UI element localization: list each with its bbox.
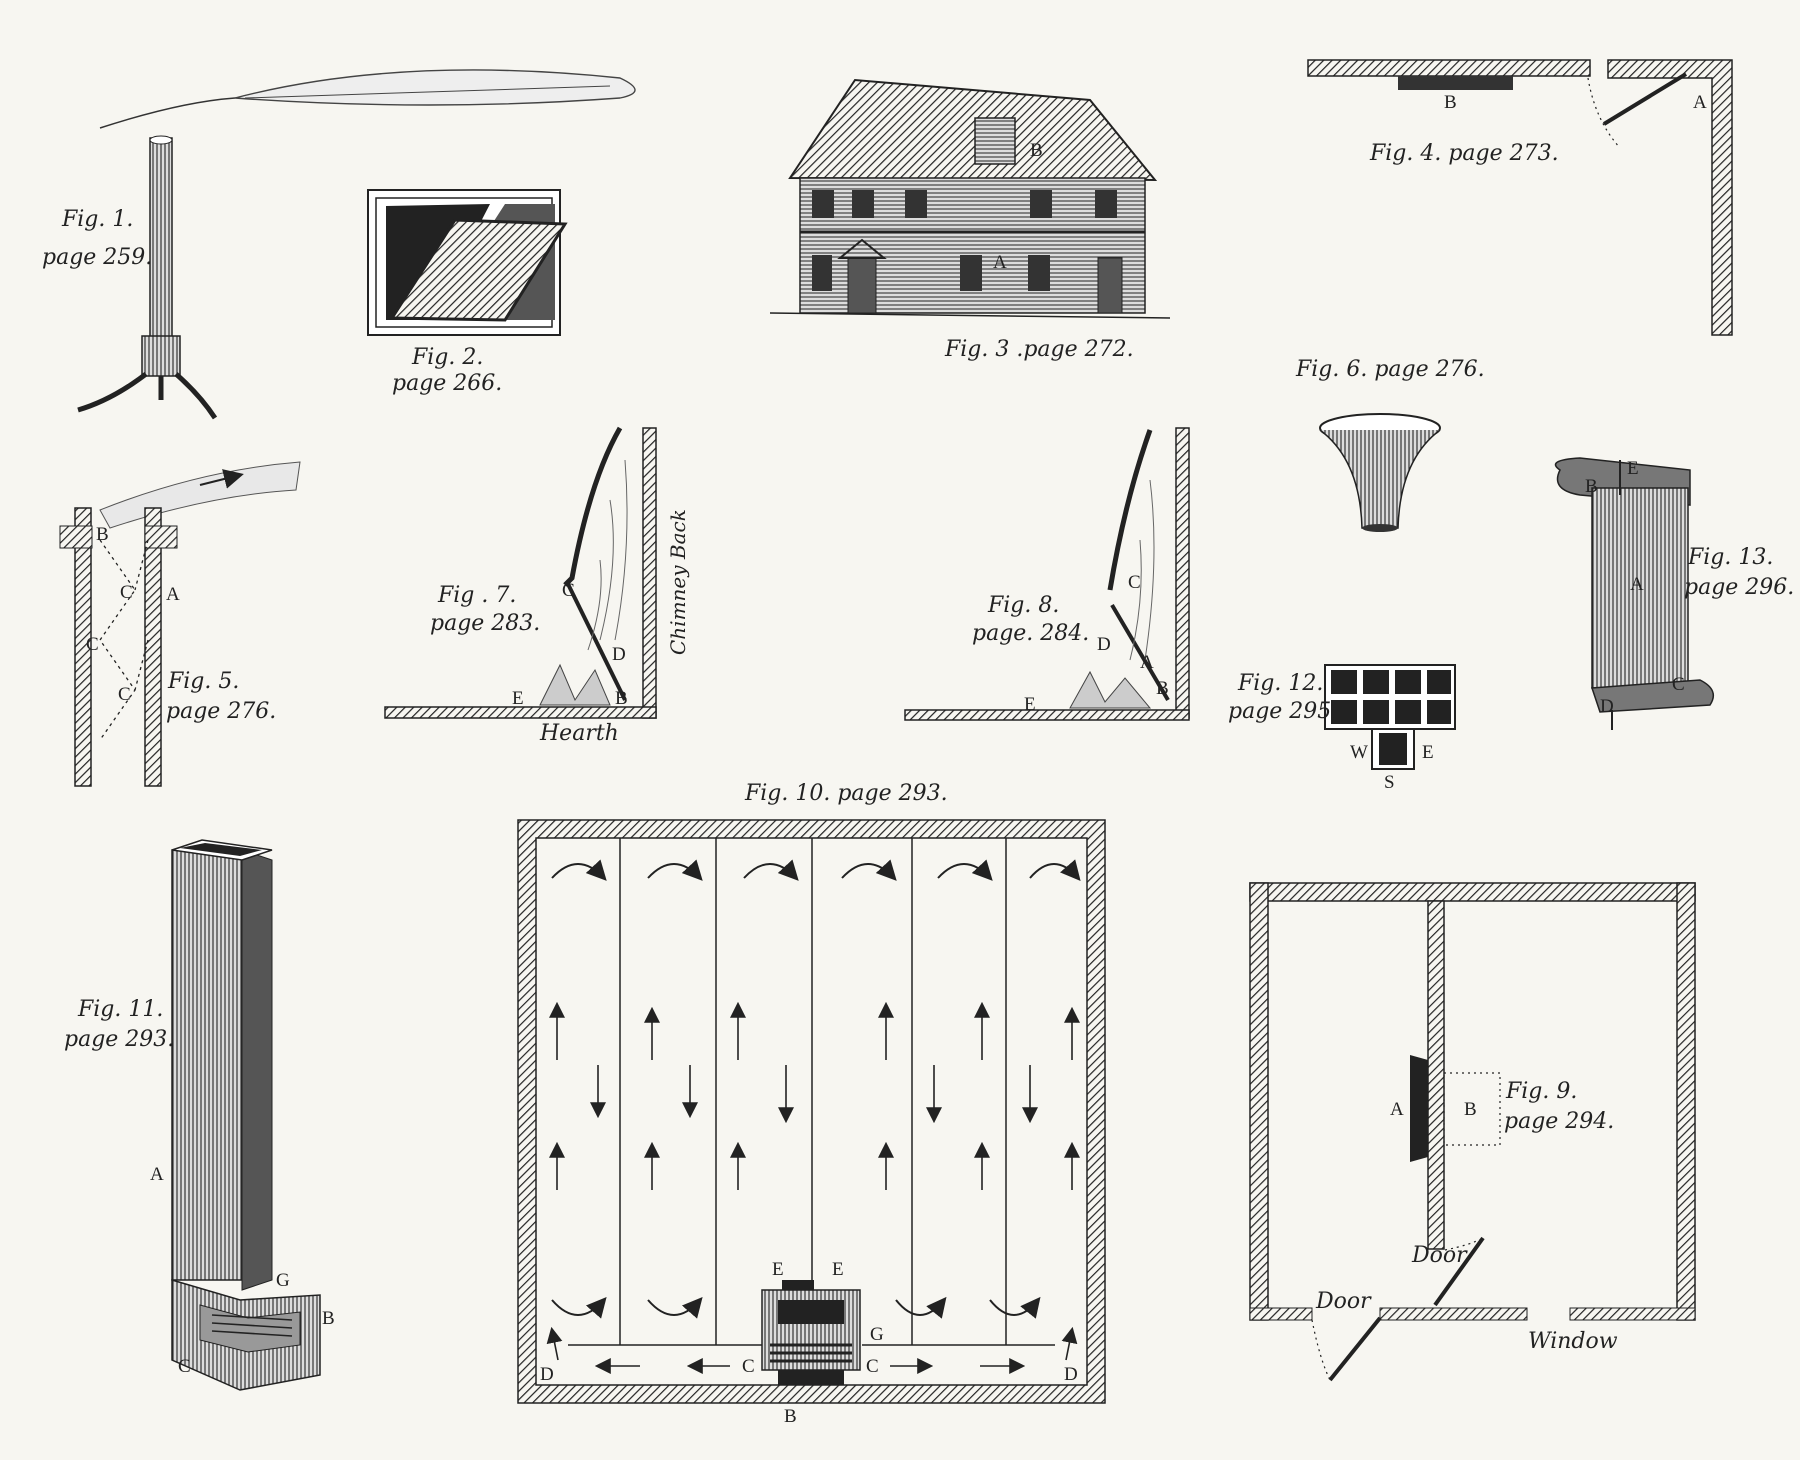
fig9-label-b: B bbox=[1464, 1099, 1477, 1120]
fig13-label-c: C bbox=[1672, 674, 1685, 695]
fig5-label-b: B bbox=[96, 524, 109, 545]
fig10-label-e2: E bbox=[832, 1259, 844, 1280]
fig5-page: page 276. bbox=[166, 699, 276, 724]
fig8-label-a: A bbox=[1140, 652, 1154, 673]
fig8-label-c: C bbox=[1128, 572, 1141, 593]
fig10-label-g: G bbox=[870, 1324, 884, 1345]
fig10-stove-icon bbox=[761, 1280, 861, 1385]
fig11-caption: Fig. 11. bbox=[77, 997, 163, 1022]
fig13-page: page 296. bbox=[1684, 575, 1794, 600]
fig5-caption: Fig. 5. bbox=[167, 669, 239, 694]
fig6-caption: Fig. 6. page 276. bbox=[1295, 357, 1485, 382]
fig13-label-a: A bbox=[1630, 574, 1644, 595]
fig8-label-e: E bbox=[1024, 694, 1036, 715]
fig11-label-a: A bbox=[150, 1164, 164, 1185]
fig8-label-b: B bbox=[1156, 678, 1169, 699]
fig5-flue-section: B A C C C Fig. 5. page 276. bbox=[59, 461, 301, 787]
fig9-label-a: A bbox=[1390, 1099, 1404, 1120]
fig10-label-d2: D bbox=[1064, 1364, 1078, 1385]
fig13-label-e: E bbox=[1627, 458, 1639, 479]
fig12-caption: Fig. 12. bbox=[1237, 671, 1323, 696]
fig11-label-b: B bbox=[322, 1308, 335, 1329]
fig7-hearth-label: Hearth bbox=[539, 721, 619, 746]
fig10-label-d1: D bbox=[540, 1364, 554, 1385]
fig11-label-g: G bbox=[276, 1270, 290, 1291]
fig9-caption: Fig. 9. bbox=[1505, 1079, 1577, 1104]
fig2-register-panel: Fig. 2. page 266. bbox=[367, 189, 568, 396]
fig7-page: page 283. bbox=[430, 611, 540, 636]
fig12-page: page 295. bbox=[1228, 699, 1338, 724]
fig9-door-label-1: Door bbox=[1411, 1243, 1468, 1268]
fig7-label-d: D bbox=[612, 644, 626, 665]
fig3-caption: Fig. 3 .page 272. bbox=[944, 337, 1134, 362]
fig7-label-b: B bbox=[615, 688, 628, 709]
fig13-label-b: B bbox=[1585, 476, 1598, 497]
fig4-label-b: B bbox=[1444, 92, 1457, 113]
fig1-caption: Fig. 1. bbox=[61, 207, 133, 232]
fig13-label-d: D bbox=[1600, 696, 1614, 717]
fig12-label-w: W bbox=[1350, 742, 1368, 763]
fig12-grid-plan: W E S Fig. 12. page 295. bbox=[1228, 664, 1456, 793]
fig10-caption: Fig. 10. page 293. bbox=[744, 781, 948, 806]
candlestick-icon bbox=[77, 135, 218, 420]
fig12-label-e: E bbox=[1422, 742, 1434, 763]
fig10-heating-plan: E E G C C D D B Fig. 10. page 293. bbox=[517, 781, 1106, 1427]
fig10-label-c1: C bbox=[742, 1356, 755, 1377]
fig9-page: page 294. bbox=[1504, 1109, 1614, 1134]
fig5-label-c1: C bbox=[120, 582, 133, 603]
fig4-corner-plan: B A Fig. 4. page 273. bbox=[1307, 59, 1733, 336]
fig8-label-d: D bbox=[1097, 634, 1111, 655]
fig13-caption: Fig. 13. bbox=[1687, 545, 1773, 570]
fig9-window-label: Window bbox=[1528, 1329, 1618, 1354]
fig11-label-c: C bbox=[178, 1356, 191, 1377]
fig13-shelf-piece: B E A C D Fig. 13. page 296. bbox=[1554, 457, 1794, 730]
fig2-page: page 266. bbox=[392, 371, 502, 396]
fig1-page: page 259. bbox=[42, 245, 152, 270]
fig11-flue-stove: A G B C Fig. 11. page 293. bbox=[64, 839, 335, 1391]
fig7-fireplace-section: C D E B Chimney Back Hearth Fig . 7. pag… bbox=[384, 426, 690, 746]
fig3-house: B A Fig. 3 .page 272. bbox=[769, 78, 1171, 362]
fig4-caption: Fig. 4. page 273. bbox=[1369, 141, 1559, 166]
fig8-caption: Fig. 8. bbox=[987, 593, 1059, 618]
fig5-label-a: A bbox=[166, 584, 180, 605]
fig7-label-e: E bbox=[512, 688, 524, 709]
fig9-room-plan: A B Fig. 9. page 294. Door Door Window bbox=[1249, 882, 1696, 1382]
fig4-label-a: A bbox=[1693, 92, 1707, 113]
fig8-fireplace-section: C D A B E Fig. 8. page. 284. bbox=[904, 427, 1190, 721]
fig3-label-b: B bbox=[1030, 140, 1043, 161]
fig9-door-label-2: Door bbox=[1315, 1289, 1372, 1314]
fig7-caption: Fig . 7. bbox=[437, 583, 516, 608]
fig11-page: page 293. bbox=[64, 1027, 174, 1052]
fig5-label-c3: C bbox=[118, 684, 131, 705]
fig3-label-a: A bbox=[993, 252, 1007, 273]
fig8-page: page. 284. bbox=[972, 621, 1089, 646]
fig6-funnel: Fig. 6. page 276. bbox=[1295, 357, 1485, 532]
fig10-label-b: B bbox=[784, 1406, 797, 1427]
fig7-label-c: C bbox=[562, 580, 575, 601]
fig10-label-c2: C bbox=[866, 1356, 879, 1377]
fig7-chimney-back-label: Chimney Back bbox=[666, 509, 690, 655]
fig12-label-s: S bbox=[1384, 772, 1395, 793]
fig10-label-e1: E bbox=[772, 1259, 784, 1280]
fig1-quill-candlestick: Fig. 1. page 259. bbox=[42, 69, 636, 420]
fig2-caption: Fig. 2. bbox=[411, 345, 483, 370]
fig5-label-c2: C bbox=[86, 634, 99, 655]
quill-feather-icon bbox=[99, 69, 636, 129]
